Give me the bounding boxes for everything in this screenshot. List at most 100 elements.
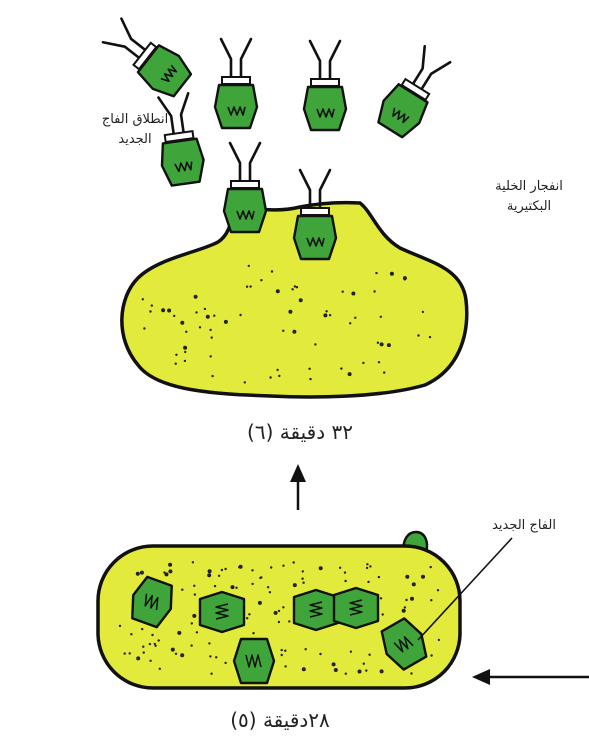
- speckle: [249, 285, 251, 287]
- speckle: [221, 569, 223, 571]
- speckle: [231, 585, 235, 589]
- speckle: [281, 654, 283, 656]
- speckle: [151, 634, 153, 636]
- speckle: [308, 368, 310, 370]
- speckle: [149, 660, 151, 662]
- label-new-phage-release: انطلاق الفاج الجديد: [80, 110, 190, 150]
- speckle: [349, 322, 351, 324]
- speckle: [365, 669, 367, 671]
- speckle: [368, 654, 370, 656]
- speckle: [282, 565, 284, 567]
- speckle: [142, 298, 144, 300]
- arrow-left-icon: [472, 669, 589, 685]
- speckle: [282, 606, 284, 608]
- speckle: [208, 569, 212, 573]
- speckle: [159, 668, 161, 670]
- speckle: [410, 672, 412, 674]
- label-cell-burst: انفجار الخلية البكتيرية: [470, 177, 588, 217]
- speckle: [180, 653, 184, 657]
- speckle: [154, 643, 156, 645]
- phage: [224, 143, 266, 232]
- arrow-up-icon: [290, 464, 306, 510]
- speckle: [366, 567, 368, 569]
- speckle: [344, 571, 346, 573]
- speckle: [276, 289, 280, 293]
- speckle: [296, 286, 298, 288]
- speckle: [193, 585, 195, 587]
- speckle: [332, 662, 336, 666]
- speckle: [140, 571, 144, 575]
- speckle: [319, 566, 323, 570]
- speckle: [390, 272, 394, 276]
- speckle: [417, 334, 419, 336]
- phage: [99, 14, 195, 102]
- speckle: [334, 668, 338, 672]
- speckle: [251, 583, 253, 585]
- speckle: [369, 565, 371, 567]
- speckle: [437, 589, 439, 591]
- speckle: [373, 290, 375, 292]
- speckle: [195, 311, 197, 313]
- speckle: [292, 330, 296, 334]
- speckle: [323, 313, 327, 317]
- speckle: [278, 610, 280, 612]
- speckle: [209, 329, 211, 331]
- label-line: انفجار الخلية: [470, 177, 588, 197]
- speckle: [404, 278, 406, 280]
- speckle: [142, 646, 144, 648]
- speckle: [244, 381, 246, 383]
- speckle: [143, 327, 145, 329]
- speckle: [404, 606, 406, 608]
- label-new-phage: الفاج الجديد: [462, 516, 586, 536]
- speckle: [251, 569, 253, 571]
- speckle: [344, 580, 346, 582]
- speckle: [378, 361, 380, 363]
- speckle: [270, 566, 272, 568]
- speckle: [215, 656, 217, 658]
- speckle: [158, 639, 160, 641]
- speckle: [342, 291, 344, 293]
- speckle: [354, 317, 356, 319]
- speckle: [136, 656, 140, 660]
- label-line: الفاج الجديد: [462, 516, 586, 536]
- speckle: [380, 597, 382, 599]
- speckle: [340, 367, 342, 369]
- speckle: [293, 561, 295, 563]
- speckle: [405, 599, 407, 601]
- speckle: [199, 326, 201, 328]
- speckle: [208, 642, 210, 644]
- speckle: [402, 609, 406, 613]
- phage-head: [294, 590, 338, 630]
- speckle: [329, 314, 331, 316]
- phage: [294, 170, 336, 259]
- phage: [304, 41, 346, 130]
- speckle: [184, 360, 186, 362]
- speckle: [143, 651, 145, 653]
- speckle: [248, 265, 250, 267]
- speckle: [278, 621, 280, 623]
- speckle: [246, 286, 248, 288]
- speckle: [339, 567, 341, 569]
- speckle: [218, 575, 220, 577]
- speckle: [288, 620, 290, 622]
- speckle: [168, 563, 172, 567]
- speckle: [239, 314, 241, 316]
- speckle: [367, 581, 369, 583]
- speckle: [271, 270, 273, 272]
- speckle: [124, 652, 126, 654]
- speckle: [210, 355, 212, 357]
- speckle: [380, 669, 384, 673]
- phage-head: [234, 639, 274, 683]
- speckle: [181, 589, 183, 591]
- speckle: [238, 566, 240, 568]
- speckle: [258, 601, 262, 605]
- speckle: [168, 569, 172, 573]
- speckle: [288, 310, 292, 314]
- phage: [215, 39, 257, 128]
- speckle: [350, 651, 352, 653]
- speckle: [224, 320, 228, 324]
- speckle: [380, 316, 382, 318]
- speckle: [235, 587, 237, 589]
- speckle: [119, 625, 121, 627]
- speckle: [276, 369, 278, 371]
